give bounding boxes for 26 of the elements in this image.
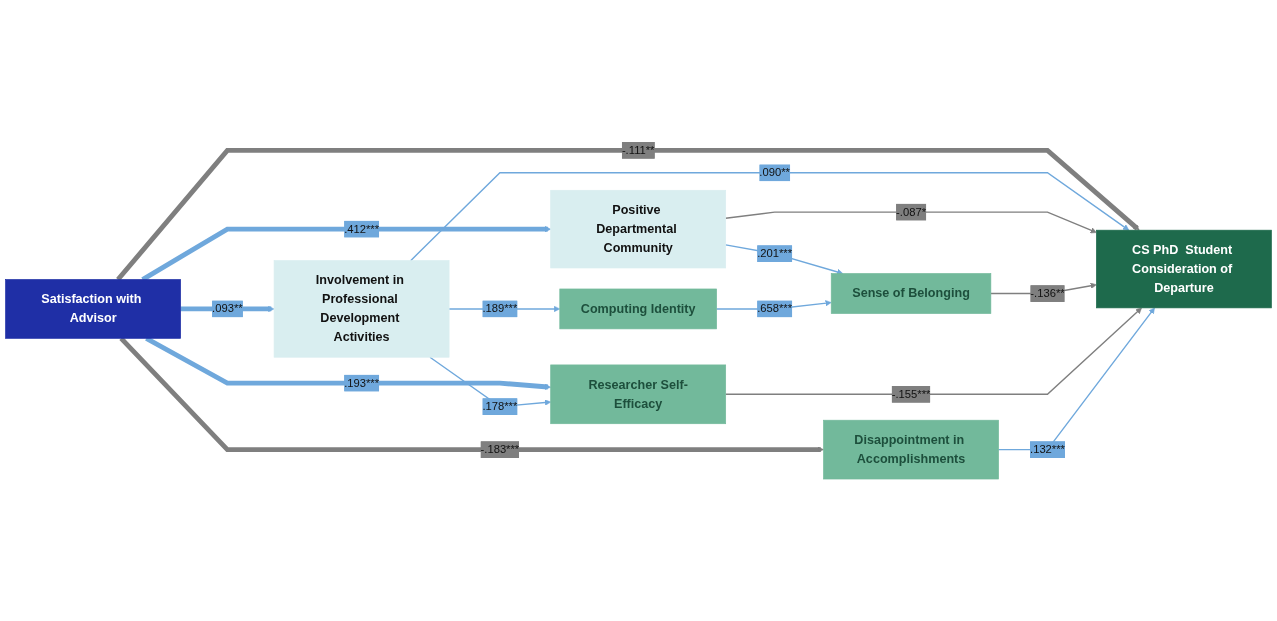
node-box: CS PhD Student Consideration of Departure bbox=[1096, 229, 1272, 309]
edge-label: .658*** bbox=[757, 302, 793, 315]
edge-label: -.087* bbox=[896, 205, 926, 218]
edge-label: .412*** bbox=[344, 222, 380, 235]
node-box: Sense of Belonging bbox=[830, 273, 992, 314]
edge-label: -.155*** bbox=[891, 388, 931, 400]
edge-label: -.136** bbox=[1030, 287, 1065, 300]
edge-label: .090** bbox=[759, 166, 790, 179]
edge-label: .093** bbox=[212, 302, 243, 315]
edge-label: -.183*** bbox=[480, 443, 520, 456]
edge-label: .201*** bbox=[757, 247, 793, 260]
node-box: Disappointment in Accomplishments bbox=[823, 419, 999, 480]
node-box: Satisfaction with Advisor bbox=[5, 279, 181, 339]
node-box: Positive Departmental Community bbox=[550, 189, 727, 269]
arrow bbox=[409, 172, 1130, 262]
arrow bbox=[724, 244, 844, 275]
node-box: Researcher Self-Efficacy bbox=[550, 364, 727, 425]
arrow bbox=[724, 307, 1142, 395]
edge-label: .193*** bbox=[344, 376, 380, 389]
edge-label: -.111** bbox=[621, 144, 655, 156]
edge-label: .178*** bbox=[482, 400, 518, 413]
node-box: Involvement in Professional Development Activities bbox=[273, 260, 450, 358]
edge-label: .132*** bbox=[1030, 443, 1065, 456]
node-box: Computing Identity bbox=[559, 288, 717, 330]
arrow bbox=[724, 211, 1097, 234]
edge-label: .189*** bbox=[482, 302, 518, 315]
